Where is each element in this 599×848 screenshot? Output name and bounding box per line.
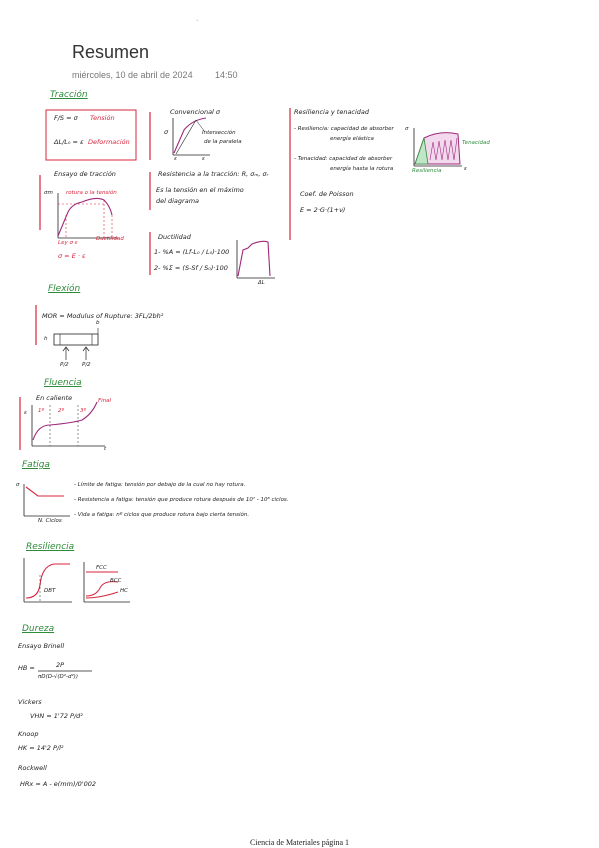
conv-x1: ε xyxy=(174,156,177,162)
ensayo-sigma: σm xyxy=(44,190,53,196)
dureza-hb-den: πD(D-√(D²-d²)) xyxy=(38,674,78,680)
resist-line-2: del diagrama xyxy=(156,197,200,205)
dureza-vickers: Vickers xyxy=(18,698,42,706)
resist-title: Resistencia a la tracción: R, σₘ, σᵣ xyxy=(158,170,269,178)
top-mark: ` xyxy=(196,20,199,27)
flexion-b: b xyxy=(96,320,100,326)
fluencia-axis-y: ε xyxy=(24,410,27,416)
ensayo-ductil: Ductilidad xyxy=(96,236,124,242)
conv-x2: ε xyxy=(202,156,205,162)
flexion-mor: MOR = Modulus of Rupture: 3FL/2bh² xyxy=(42,312,164,320)
page-date: miércoles, 10 de abril de 2024 xyxy=(72,70,193,80)
ensayo-hooke: Ley σ ε xyxy=(58,240,78,246)
flexion-load-1: P/2 xyxy=(60,362,69,368)
conv-title: Convencional σ xyxy=(170,108,221,116)
flexion-h: h xyxy=(44,336,48,342)
fluencia-axis-x: t xyxy=(104,446,107,452)
dureza-hb: HB = xyxy=(18,664,35,672)
box-eq-tension: F/S = σ xyxy=(54,114,78,122)
page-time: 14:50 xyxy=(215,70,238,80)
resiliencia-bcc: BCC xyxy=(110,578,122,584)
dureza-hk: HK = 14'2 P/l² xyxy=(18,744,64,752)
heading-flexion: Flexión xyxy=(48,284,81,294)
dureza-hb-num: 2P xyxy=(56,661,65,669)
page-title: Resumen xyxy=(72,42,150,62)
dureza-hr: HRx = A - e(mm)/0'002 xyxy=(20,780,97,788)
resil-def-1b: energía elástica xyxy=(330,136,374,142)
fatiga-sigma: σ xyxy=(16,482,20,488)
resil-def-2b: energía hasta la rotura xyxy=(330,166,394,172)
poisson-formula: E = 2·G·(1+ν) xyxy=(300,206,346,214)
conv-note-2: de la paralela xyxy=(204,139,242,145)
fluencia-stage-1: 1º xyxy=(38,408,45,414)
fatiga-line-3: - Vida a fatiga: nº ciclos que produce r… xyxy=(74,512,250,518)
ensayo-formula: σ = E · ε xyxy=(58,252,86,260)
fatiga-line-1: - Límite de fatiga: tensión por debajo d… xyxy=(74,482,246,488)
resil-x: ε xyxy=(464,166,467,172)
heading-resiliencia: Resiliencia xyxy=(26,542,75,552)
ensayo-title: Ensayo de tracción xyxy=(54,170,116,178)
ductil-f2: 2- %Σ = (S-Sf / S₀)·100 xyxy=(154,264,228,272)
resil-label-resiliencia: Resiliencia xyxy=(412,168,442,174)
box-label-tension: Tensión xyxy=(90,114,115,122)
page-footer: Ciencia de Materiales página 1 xyxy=(249,838,350,847)
resil-def-1: - Resiliencia: capacidad de absorber xyxy=(294,126,394,132)
ductil-f1: 1- %A = (Lf-L₀ / L₀)·100 xyxy=(154,248,230,256)
fluencia-final: Final xyxy=(98,398,112,404)
fatiga-xlabel: N. Ciclos xyxy=(38,518,62,524)
traccion-box xyxy=(45,109,137,161)
heading-fatiga: Fatiga xyxy=(22,460,50,470)
ensayo-note: rotura o la tensión xyxy=(66,190,117,196)
resil-label-tenacidad: Tenacidad xyxy=(462,140,490,146)
ductil-title: Ductilidad xyxy=(158,233,191,241)
flexion-load-2: P/2 xyxy=(82,362,91,368)
resil-title: Resiliencia y tenacidad xyxy=(294,108,370,116)
fluencia-stage-2: 2º xyxy=(58,408,65,414)
box-eq-deformacion: ΔL/L₀ = ε xyxy=(54,138,84,146)
fatiga-line-2: - Resistencia a fatiga: tensión que prod… xyxy=(74,497,289,503)
heading-dureza: Dureza xyxy=(22,624,55,634)
resiliencia-hc: HC xyxy=(120,588,128,594)
fluencia-stage-3: 3º xyxy=(80,408,87,414)
ductil-axis: ΔL xyxy=(258,280,265,286)
dureza-knoop: Knoop xyxy=(18,730,39,738)
resil-def-2: - Tenacidad: capacidad de absorber xyxy=(294,156,393,162)
dureza-rockwell: Rockwell xyxy=(18,764,47,772)
resiliencia-fcc: FCC xyxy=(96,565,107,571)
conv-note-1: Intersección xyxy=(202,130,236,136)
fluencia-subtitle: En caliente xyxy=(36,394,73,402)
heading-traccion: Tracción xyxy=(50,90,88,100)
conv-sigma: σ xyxy=(164,128,169,136)
heading-fluencia: Fluencia xyxy=(44,378,82,388)
resist-line-1: Es la tensión en el máximo xyxy=(156,186,244,194)
box-label-deformacion: Deformación xyxy=(88,138,130,146)
resiliencia-dbt: DBT xyxy=(44,588,56,594)
dureza-brinell: Ensayo Brinell xyxy=(18,642,65,650)
resil-sigma: σ xyxy=(405,126,409,132)
dureza-vhn: VHN = 1'72 P/d² xyxy=(30,712,83,720)
poisson-title: Coef. de Poisson xyxy=(300,190,354,198)
